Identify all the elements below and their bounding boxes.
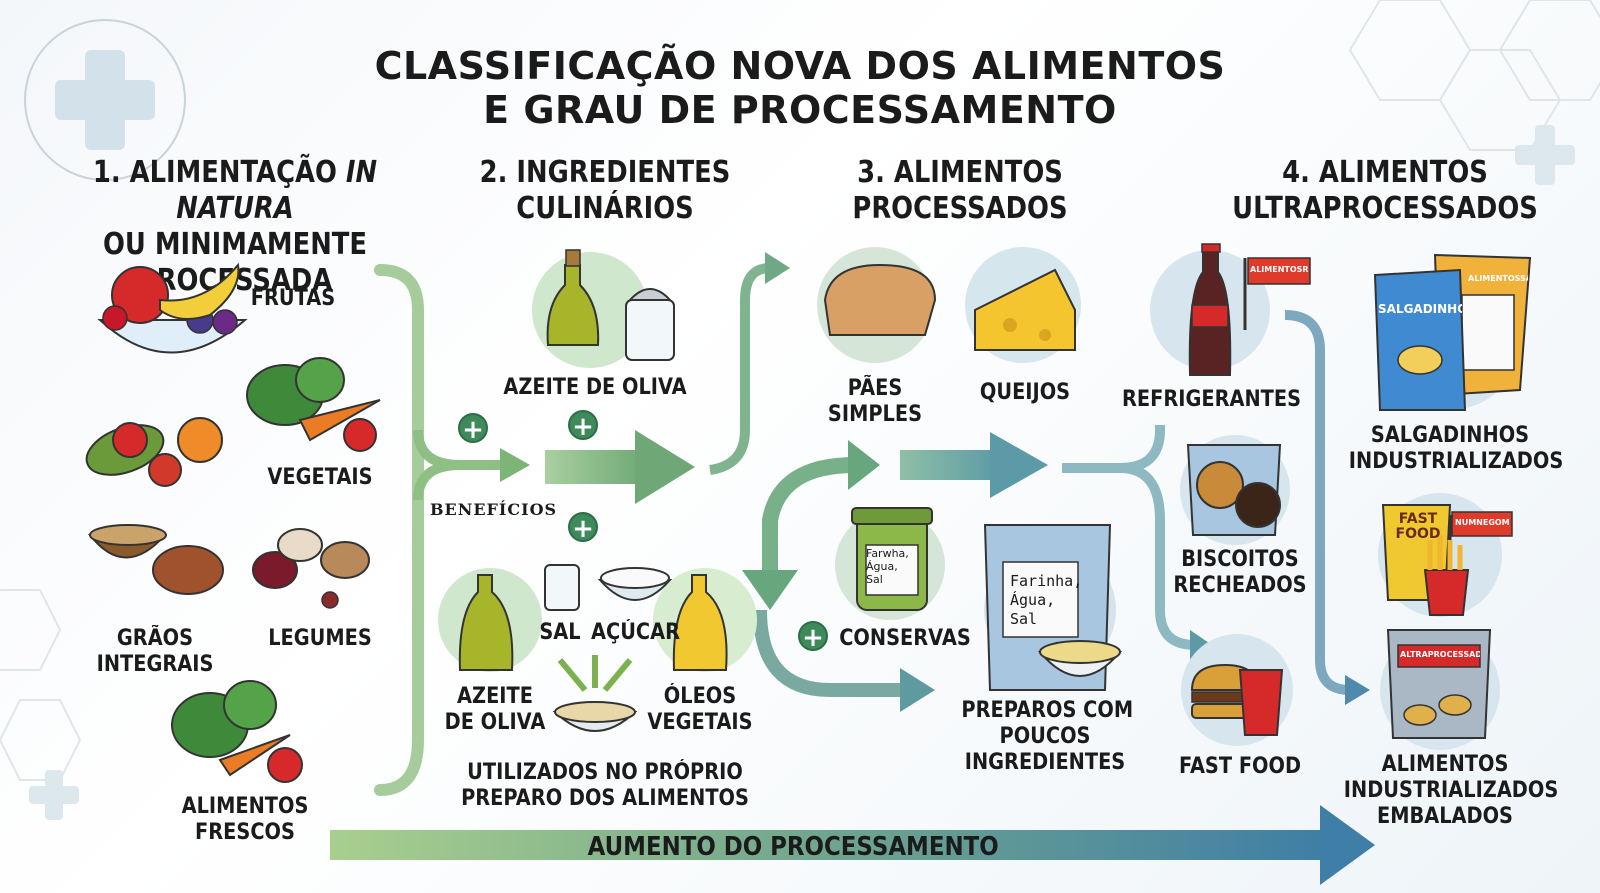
cat1-line-2: OU MINIMAMENTE xyxy=(102,227,368,262)
flour-bag-label-text: Farinha, Água, Sal xyxy=(1010,572,1083,628)
cooking-ingredients-icon xyxy=(438,564,757,732)
category-3-header: 3. ALIMENTOS PROCESSADOS xyxy=(852,155,1068,226)
arrow-head-cat1 xyxy=(500,448,530,482)
split-arrow-cat4-down xyxy=(1119,463,1196,650)
cheese-icon xyxy=(965,247,1081,363)
packaged-snacks-icon xyxy=(1380,629,1500,750)
ultra-bag-label: ALIMENTOSSADA xyxy=(1468,274,1528,283)
arrow-head-riser xyxy=(765,252,790,284)
label-queijos: QUEIJOS xyxy=(979,380,1071,405)
lower-arrow-cat3 xyxy=(753,609,905,697)
bread-icon xyxy=(817,247,937,363)
arrow-head-embalados xyxy=(1345,675,1370,705)
merge-arrow-cat1-low xyxy=(413,460,461,501)
cat1-line-1: 1. ALIMENTAÇÃO IN NATURA xyxy=(92,155,378,226)
label-beneficios: BENEFÍCIOS xyxy=(430,500,558,519)
fruit-bowl-icon xyxy=(97,262,248,354)
label-azeite-de-oliva-top: AZEITE DE OLIVA xyxy=(503,375,687,400)
label-biscoitos-recheados: BISCOITOS RECHEADOS xyxy=(1173,547,1307,598)
label-aumento-do-processamento: AUMENTO DO PROCESSAMENTO xyxy=(587,832,999,862)
olive-oil-salt-icon xyxy=(532,249,675,368)
bracket-arrow-cat1 xyxy=(374,264,424,796)
curved-arrow-cat3 xyxy=(762,457,856,585)
label-utilizados-no-preparo: UTILIZADOS NO PRÓPRIO PREPARO DOS ALIMEN… xyxy=(461,760,749,811)
category-2-header: 2. INGREDIENTES CULINÁRIOS xyxy=(479,155,731,226)
preserves-jar-icon xyxy=(835,507,945,620)
snacks-bag-label: ALTRAPROCESSADS xyxy=(1400,650,1480,659)
title-line-1: CLASSIFICAÇÃO NOVA DOS ALIMENTOS xyxy=(374,44,1226,88)
fast-food-box-label: FAST FOOD xyxy=(1395,511,1441,542)
label-preparos-poucos-ingredientes: PREPAROS COM POUCOS INGREDIENTES xyxy=(961,698,1134,775)
label-acucar: AÇÚCAR xyxy=(591,620,681,645)
arrow-head-cat3-down xyxy=(742,570,798,610)
stuffed-cookies-icon xyxy=(1180,435,1290,545)
label-conservas: CONSERVAS xyxy=(839,626,971,651)
category-1-header: 1. ALIMENTAÇÃO IN NATURA OU MINIMAMENTE … xyxy=(33,155,437,299)
plus-badge-1: + xyxy=(458,413,488,445)
right-arrow-cat4 xyxy=(1284,310,1351,695)
plus-badge-3: + xyxy=(568,512,598,544)
soda-flag-text: ALIMENTOSRAPIA xyxy=(1250,265,1308,274)
label-legumes: LEGUMES xyxy=(268,626,372,651)
hexagon-pattern xyxy=(0,0,1600,781)
big-arrow-cat3 xyxy=(900,432,1048,498)
packaged-flour-icon xyxy=(983,524,1123,691)
mixed-vegetables-icon xyxy=(85,417,223,487)
label-vegetais: VEGETAIS xyxy=(267,465,373,490)
legumes-icon xyxy=(252,528,370,609)
label-sal: SAL xyxy=(539,620,581,645)
fast-food-flag-text: NUMNEGOM xyxy=(1455,518,1510,527)
plus-badge-4: + xyxy=(798,621,828,653)
vegetables-icon xyxy=(246,357,381,452)
chips-bag-label: SALGADINHOS xyxy=(1378,302,1462,316)
soda-bottle-icon xyxy=(1150,243,1311,376)
medical-cross-icon xyxy=(55,50,155,150)
label-graos-integrais: GRÃOS INTEGRAIS xyxy=(96,626,214,677)
label-oleos-vegetais: ÓLEOS VEGETAIS xyxy=(647,684,753,735)
jar-label-text: Farwha, Água, Sal xyxy=(866,547,909,586)
big-arrow-cat2 xyxy=(545,430,695,504)
page-title: CLASSIFICAÇÃO NOVA DOS ALIMENTOS E GRAU … xyxy=(0,44,1600,132)
category-4-header: 4. ALIMENTOS ULTRAPROCESSADOS xyxy=(1232,155,1538,226)
medical-cross-circle xyxy=(24,19,186,181)
arrow-head-cat3-right xyxy=(848,440,880,490)
label-refrigerantes: REFRIGERANTES xyxy=(1122,387,1302,412)
label-paes-simples: PÃES SIMPLES xyxy=(827,376,923,427)
title-line-2: E GRAU DE PROCESSAMENTO xyxy=(483,88,1117,132)
label-fast-food: FAST FOOD xyxy=(1178,754,1302,779)
fast-food-box-icon xyxy=(1378,493,1513,617)
arrow-head-lower xyxy=(900,668,935,712)
whole-grains-icon xyxy=(87,524,224,595)
plus-badge-2: + xyxy=(568,410,598,442)
bottom-process-arrow xyxy=(330,805,1375,885)
fresh-food-icon xyxy=(171,680,303,783)
medical-cross-icon-small xyxy=(29,125,1575,820)
label-frutas: FRUTAS xyxy=(250,286,336,311)
fast-food-icon xyxy=(1181,634,1293,746)
label-salgadinhos-industrializados: SALGADINHOS INDUSTRIALIZADOS xyxy=(1348,423,1564,474)
chips-bag-icon xyxy=(1373,253,1532,411)
label-alimentos-industrializados-embalados: ALIMENTOS INDUSTRIALIZADOS EMBALADOS xyxy=(1343,752,1559,829)
label-alimentos-frescos: ALIMENTOS FRESCOS xyxy=(181,794,309,845)
riser-arrow-cat2 xyxy=(709,263,771,475)
label-azeite-de-oliva: AZEITE DE OLIVA xyxy=(444,684,546,735)
